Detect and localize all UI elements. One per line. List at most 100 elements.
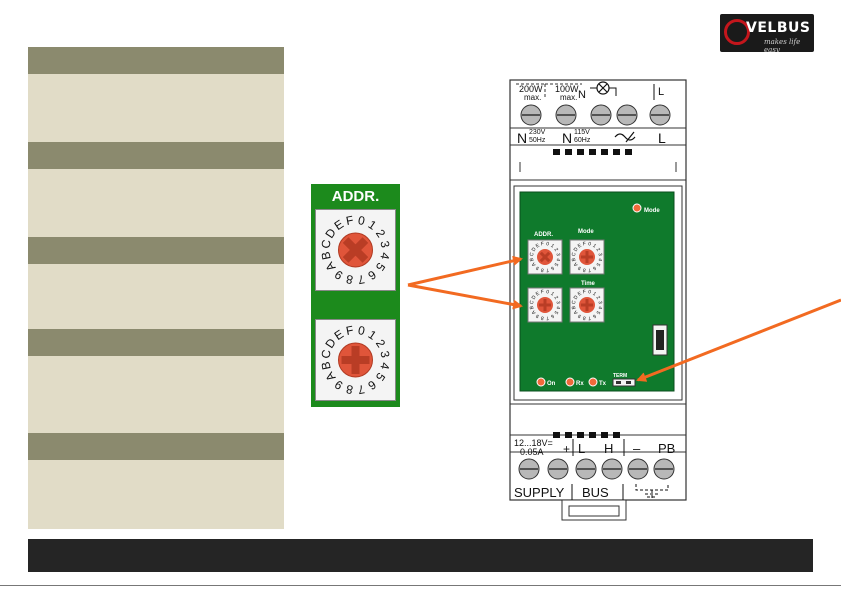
dial-digit: 0 [546, 241, 550, 247]
dimmer-icon [614, 131, 636, 143]
dial-digit: C [318, 348, 334, 360]
dial-digit: 2 [595, 295, 602, 301]
svg-text:N: N [517, 130, 527, 146]
rx-led [565, 377, 575, 387]
svg-text:115V: 115V [574, 129, 590, 136]
velbus-logo: VELBUS makes life easy [720, 14, 814, 52]
arrow-to-term-jumper [636, 298, 841, 382]
svg-text:On: On [547, 381, 556, 387]
dial-digit: 6 [591, 265, 597, 272]
dial-digit: 2 [553, 295, 560, 301]
panel-section-header-3 [28, 237, 284, 264]
dial-digit: 4 [377, 361, 392, 371]
dial-digit: 7 [545, 315, 549, 321]
dial-digit: 7 [587, 267, 591, 273]
logo-brand: VELBUS [746, 20, 811, 36]
term-jumper[interactable] [612, 378, 636, 387]
panel-section-body-4 [28, 356, 284, 433]
panel-section-header-1 [28, 47, 284, 74]
dial-digit: B [529, 257, 536, 262]
dial-digit: 9 [577, 312, 583, 319]
dial-digit: 5 [594, 261, 601, 267]
dial-digit: F [582, 241, 586, 247]
svg-text:Mode: Mode [578, 229, 594, 235]
logo-ring-icon [724, 19, 750, 45]
dial-digit: 0 [357, 213, 367, 228]
tx-led [588, 377, 598, 387]
dial-digit: C [318, 238, 334, 250]
svg-text:230V: 230V [529, 129, 546, 136]
dial-digit: 3 [597, 301, 603, 305]
dial-digit: 8 [540, 266, 544, 272]
dial-digit: 4 [554, 306, 560, 310]
panel-section-body-5 [28, 460, 284, 529]
dial-digit: D [573, 294, 580, 301]
svg-text:+: + [563, 442, 570, 456]
dial-digit: 3 [377, 240, 392, 250]
dial-digit: E [535, 290, 542, 297]
svg-text:BUS: BUS [582, 485, 609, 500]
dial-digit: B [529, 305, 536, 310]
dial-digit: D [531, 294, 538, 301]
dial-digit: 0 [588, 241, 592, 247]
svg-text:TERM: TERM [613, 373, 627, 379]
dial-digit: E [577, 290, 584, 297]
svg-text:60Hz: 60Hz [574, 137, 591, 144]
svg-text:0.05A: 0.05A [520, 447, 544, 457]
svg-text:max.: max. [524, 93, 541, 102]
on-led [536, 377, 546, 387]
panel-section-body-3 [28, 264, 284, 329]
dial-digit: F [540, 241, 544, 247]
dial-digit: 2 [595, 247, 602, 253]
dial-digit: 1 [549, 291, 555, 298]
svg-text:–: – [633, 441, 641, 456]
vent-slots-top [519, 149, 677, 172]
top-load-labels: 200W max. 100W max. N L [516, 81, 664, 102]
dial-digit: 9 [535, 312, 541, 319]
dial-digit: 4 [554, 258, 560, 262]
svg-text:PB: PB [658, 441, 675, 456]
svg-text:N: N [562, 130, 572, 146]
svg-text:Time: Time [581, 281, 596, 287]
svg-text:50Hz: 50Hz [529, 137, 546, 144]
dial-digit: 7 [356, 382, 366, 397]
dial-digit: 8 [345, 272, 355, 287]
svg-text:12...18V=: 12...18V= [514, 438, 553, 448]
dial-digit: C [571, 252, 578, 257]
dial-digit: 7 [587, 315, 591, 321]
callout-arrows [407, 255, 841, 382]
dial-digit: 9 [535, 264, 541, 271]
addr-zoom-title: ADDR. [331, 188, 380, 205]
dial-digit: 3 [597, 253, 603, 257]
dial-digit: 7 [545, 267, 549, 273]
svg-text:200W: 200W [519, 84, 543, 94]
dial-digit: 4 [596, 306, 602, 310]
dial-digit: 8 [582, 314, 586, 320]
dial-digit: C [529, 252, 536, 257]
dial-digit: F [582, 289, 586, 295]
dial-digit: B [571, 305, 578, 310]
svg-text:L: L [578, 441, 585, 456]
dial-digit: 1 [549, 243, 555, 250]
dial-digit: E [577, 242, 584, 249]
dial-digit: 6 [591, 313, 597, 320]
dial-digit: 7 [356, 272, 366, 287]
bottom-terminal-labels: 12...18V= 0.05A + L H – PB [514, 438, 675, 457]
dial-digit: A [530, 309, 537, 316]
dial-digit: 8 [540, 314, 544, 320]
dial-digit: B [571, 257, 578, 262]
slide-switch[interactable] [652, 324, 668, 356]
dial-digit: A [530, 261, 537, 268]
svg-text:SUPPLY: SUPPLY [514, 485, 565, 500]
dial-digit: 6 [549, 265, 555, 272]
panel-section-body-1 [28, 74, 284, 142]
